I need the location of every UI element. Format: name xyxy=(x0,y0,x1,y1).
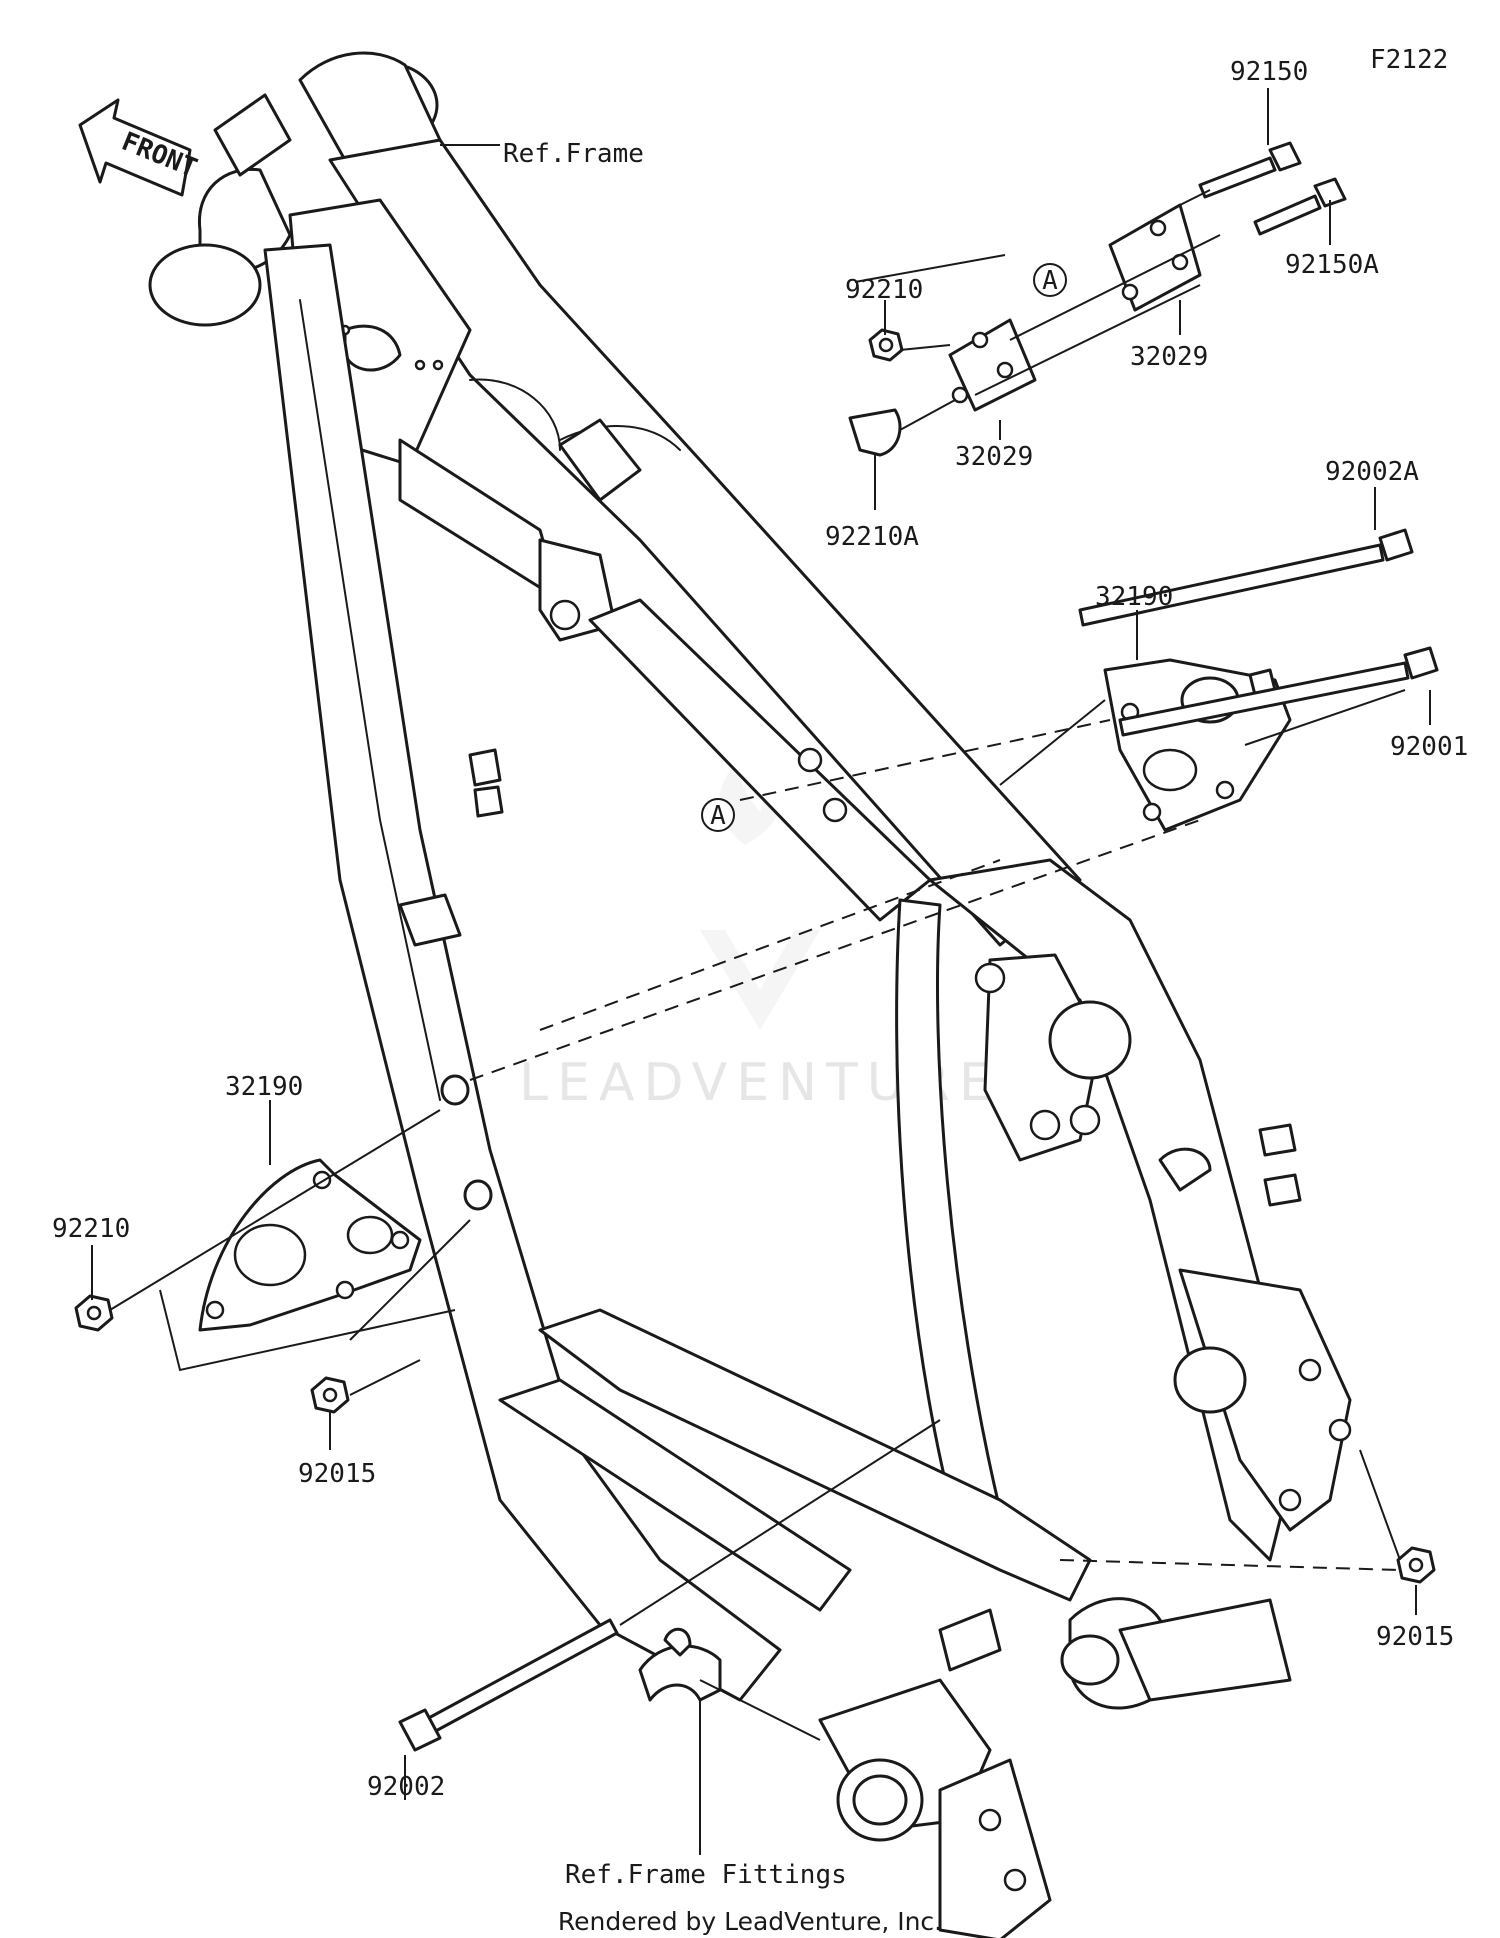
label-32029-upper[interactable]: 32029 xyxy=(1130,342,1208,372)
label-92015-left[interactable]: 92015 xyxy=(298,1459,376,1489)
bolt-92002a xyxy=(1078,528,1414,627)
bolt-92002 xyxy=(398,1618,619,1752)
nut-92210-left xyxy=(74,1294,114,1332)
callout-a-upper: A xyxy=(1033,263,1067,297)
bolt-92150a xyxy=(1253,177,1347,236)
frame-drawing xyxy=(148,51,1352,1938)
part-labels: F2122 Ref.Frame 92150 92150A 92210 32029… xyxy=(52,45,1468,1890)
bolt-92001 xyxy=(1118,646,1439,737)
leader-lines xyxy=(109,254,1406,1741)
label-32190-left[interactable]: 32190 xyxy=(225,1072,303,1102)
diagram-code: F2122 xyxy=(1370,45,1448,75)
nut-92015-right xyxy=(1396,1546,1436,1584)
label-92210-top[interactable]: 92210 xyxy=(845,275,923,305)
label-32190-right[interactable]: 32190 xyxy=(1095,582,1173,612)
callout-a-lower: A xyxy=(701,798,735,832)
label-92210a[interactable]: 92210A xyxy=(825,522,919,552)
ref-frame-fittings-label: Ref.Frame Fittings xyxy=(565,1860,847,1890)
label-92150a[interactable]: 92150A xyxy=(1285,250,1379,280)
front-arrow-icon: FRONT xyxy=(78,98,201,197)
label-32029-lower[interactable]: 32029 xyxy=(955,442,1033,472)
collar-92210a xyxy=(848,408,902,457)
label-92001[interactable]: 92001 xyxy=(1390,732,1468,762)
ref-frame-label: Ref.Frame xyxy=(503,139,644,169)
label-92210-left[interactable]: 92210 xyxy=(52,1214,130,1244)
nut-92015-left xyxy=(310,1376,350,1414)
engine-bracket-32190-left xyxy=(198,1158,422,1332)
bracket-32029-upper xyxy=(1108,203,1202,312)
svg-text:A: A xyxy=(710,801,726,831)
frame-fittings-collar xyxy=(638,1627,722,1702)
bracket-32029-lower xyxy=(948,318,1037,412)
label-92002a[interactable]: 92002A xyxy=(1325,457,1419,487)
label-leaders xyxy=(91,88,1431,1855)
label-92015-right[interactable]: 92015 xyxy=(1376,1622,1454,1652)
bolt-92150 xyxy=(1198,141,1302,199)
engine-bracket-32190-right xyxy=(1103,658,1292,832)
label-92150[interactable]: 92150 xyxy=(1230,57,1308,87)
label-92002[interactable]: 92002 xyxy=(367,1772,445,1802)
svg-text:A: A xyxy=(1042,266,1058,296)
footer-credit: Rendered by LeadVenture, Inc. xyxy=(558,1907,942,1936)
